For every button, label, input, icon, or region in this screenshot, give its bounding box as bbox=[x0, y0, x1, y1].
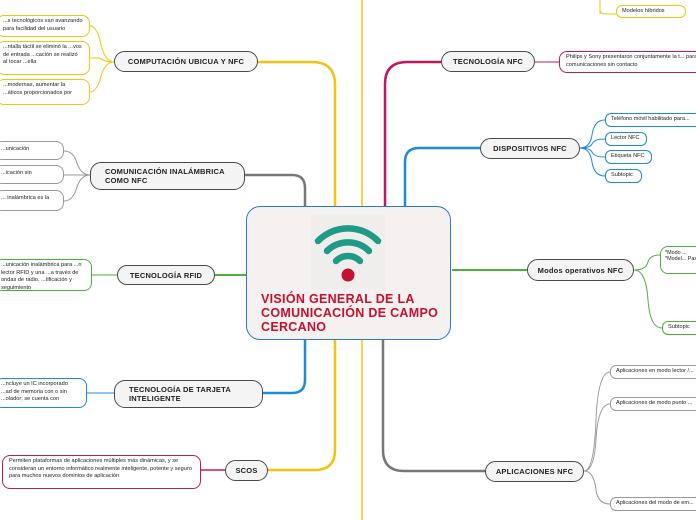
note-modos[interactable]: *Modo ... *Model... Pasos: bbox=[660, 246, 696, 274]
subtopic-modo-lector[interactable]: Aplicaciones en modo lector /... bbox=[610, 365, 696, 379]
topic-scos[interactable]: SCOS bbox=[225, 460, 268, 481]
note-comunicacion-2[interactable]: ...icación sin bbox=[0, 165, 64, 184]
subtopic-modos[interactable]: Subtopic bbox=[662, 321, 696, 335]
subtopic-dispositivos[interactable]: Subtopic bbox=[605, 169, 642, 183]
central-topic[interactable]: VISIÓN GENERAL DE LA COMUNICACIÓN DE CAM… bbox=[246, 206, 451, 340]
subtopic-telefono-movil[interactable]: Teléfono móvil habilitado para... bbox=[605, 113, 696, 127]
topic-dispositivos-nfc[interactable]: DISPOSITIVOS NFC bbox=[480, 138, 580, 159]
topic-tarjeta-inteligente[interactable]: TECNOLOGÍA DE TARJETA INTELIGENTE bbox=[114, 380, 263, 408]
note-philips-sony[interactable]: Philips y Sony presentaron conjuntamente… bbox=[559, 51, 696, 73]
topic-aplicaciones-nfc[interactable]: APLICACIONES NFC bbox=[485, 461, 584, 482]
topic-comunicacion-inalambrica[interactable]: COMUNICACIÓN INALÁMBRICA COMO NFC bbox=[90, 162, 245, 190]
note-scos[interactable]: Permiten plataformas de aplicaciones múl… bbox=[2, 455, 201, 489]
topic-computacion-ubicua[interactable]: COMPUTACIÓN UBICUA Y NFC bbox=[114, 51, 258, 72]
central-title: VISIÓN GENERAL DE LA COMUNICACIÓN DE CAM… bbox=[261, 292, 439, 334]
subtopic-etiqueta-nfc[interactable]: Etiqueta NFC bbox=[605, 150, 652, 164]
note-comunicacion-3[interactable]: ... inalámbrica es la bbox=[0, 190, 64, 211]
note-computacion-3[interactable]: ...modernas, aumentar la ...áticos propo… bbox=[0, 79, 90, 105]
note-comunicacion-1[interactable]: ...unicación bbox=[0, 141, 64, 160]
note-computacion-1[interactable]: ...s tecnológicos van avanzando para fac… bbox=[0, 15, 90, 37]
subtopic-lector-nfc[interactable]: Lector NFC bbox=[605, 132, 647, 146]
note-tarjeta-inteligente[interactable]: ...ncluye un IC incorporado ...ad de mem… bbox=[0, 378, 87, 408]
topic-modos-operativos[interactable]: Modos operativos NFC bbox=[527, 259, 634, 281]
wifi-icon bbox=[311, 215, 385, 289]
subtopic-modelos-hibridos[interactable]: Modelos híbridos bbox=[616, 5, 686, 18]
topic-rfid[interactable]: TECNOLOGÍA RFID bbox=[117, 265, 215, 285]
topic-tecnologia-nfc[interactable]: TECNOLOGÍA NFC bbox=[441, 51, 535, 72]
note-computacion-2[interactable]: ...ntalla táctil se eliminó la ...vos de… bbox=[0, 41, 90, 75]
note-rfid[interactable]: ...unicación inalámbrica para ...n lecto… bbox=[0, 259, 92, 291]
subtopic-modo-emulacion[interactable]: Aplicaciones del modo de em... bbox=[610, 497, 696, 511]
subtopic-modo-punto[interactable]: Aplicaciones de modo punto ... bbox=[610, 397, 696, 411]
